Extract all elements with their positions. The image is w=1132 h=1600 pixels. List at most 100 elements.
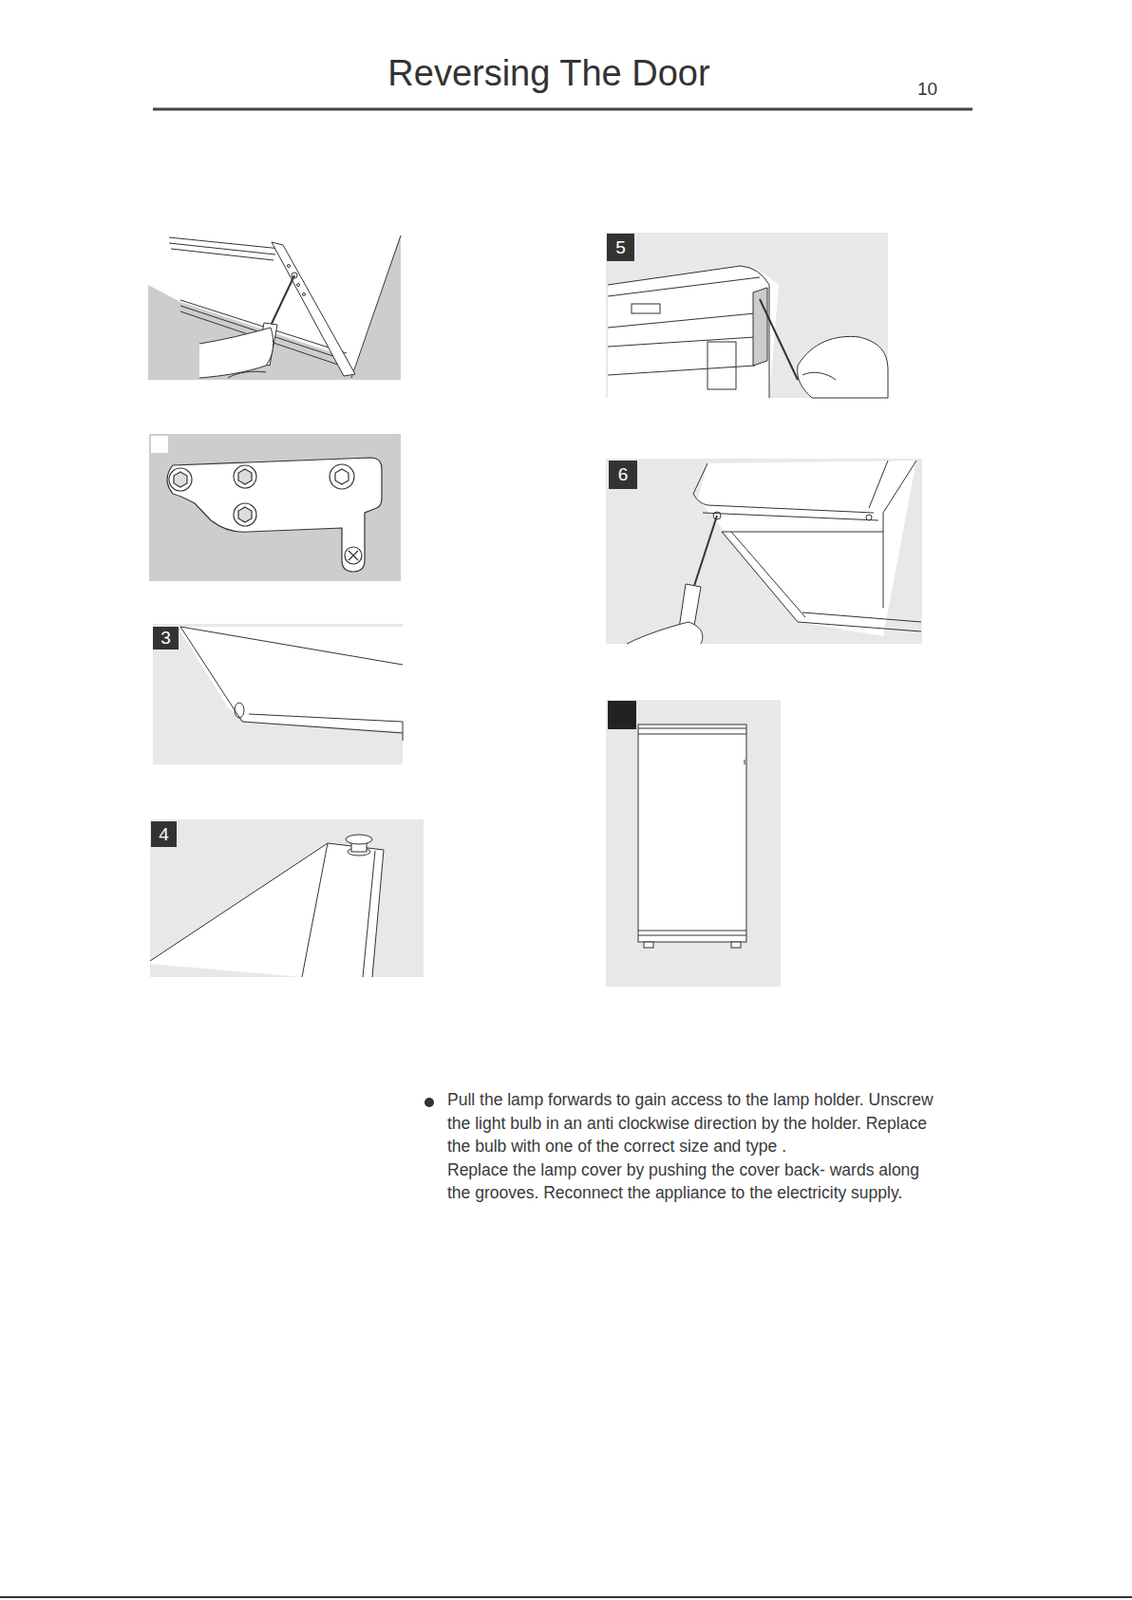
- callout-number: 3: [152, 626, 179, 650]
- step-illustration-part: [351, 235, 401, 378]
- instruction-block: Pull the lamp forwards to gain access to…: [447, 1088, 937, 1206]
- hinge-pin-illustration-part: [345, 834, 373, 845]
- door-illustration: [152, 623, 403, 765]
- door-fitting-illustration-part: [868, 460, 888, 509]
- hinge-illustration-part: [329, 464, 355, 490]
- door-illustration-part: [180, 626, 403, 732]
- fridge-front-illustration-part: [731, 942, 741, 948]
- hinge-illustration-part: [233, 503, 257, 527]
- bullet-part: [424, 1097, 434, 1108]
- hinge-illustration: [149, 433, 401, 582]
- callout-number: 4: [150, 821, 177, 848]
- instruction-text: Pull the lamp forwards to gain access to…: [447, 1088, 937, 1159]
- hinge-illustration-part: [169, 468, 192, 491]
- hinge-pin-illustration: [150, 819, 424, 978]
- door-fitting-illustration-part: [693, 493, 874, 513]
- footer-rule-part: [0, 1596, 1132, 1599]
- cover-illustration-part: [607, 277, 760, 297]
- header-rule: [152, 109, 973, 111]
- hinge-illustration-part: [167, 457, 382, 572]
- hinge-pin-illustration-part: [150, 843, 384, 978]
- callout-number: 6: [608, 460, 638, 490]
- step-illustration-part: [302, 293, 306, 297]
- hinge-pin-illustration-part: [150, 843, 328, 962]
- hinge-illustration-part: [150, 435, 169, 453]
- door-fitting-illustration-part: [721, 531, 884, 533]
- fridge-front-illustration-part: [643, 942, 654, 948]
- fridge-front-illustration-part: [605, 699, 781, 987]
- cover-illustration-part: [607, 265, 770, 285]
- door-illustration-part: [180, 626, 403, 665]
- cover-illustration: [605, 232, 888, 398]
- door-fitting-illustration-part: [866, 514, 872, 521]
- fridge-front-illustration-part: [607, 700, 637, 730]
- door-fitting-illustration-part: [626, 622, 703, 644]
- door-fitting-illustration-part: [883, 460, 917, 513]
- fridge-front-illustration-part: [638, 724, 747, 943]
- step-illustration-part: [269, 275, 295, 328]
- step-illustration-part: [287, 264, 291, 268]
- step-illustration: [148, 232, 401, 380]
- step-illustration-part: [199, 327, 274, 378]
- door-fitting-illustration-part: [721, 531, 798, 623]
- door-illustration-part: [242, 721, 403, 734]
- cover-illustration-part: [759, 299, 798, 380]
- door-fitting-illustration-part: [802, 612, 922, 623]
- step-illustration-part: [271, 242, 356, 377]
- hinge-pin-illustration-part: [372, 849, 384, 978]
- cover-illustration-part: [605, 232, 888, 398]
- page-number: 10: [917, 78, 938, 100]
- door-fitting-illustration-part: [797, 622, 922, 632]
- cover-illustration-part: [607, 313, 755, 328]
- cover-illustration-part: [631, 303, 661, 314]
- step-illustration-part: [227, 371, 266, 378]
- cover-illustration-part: [707, 341, 736, 390]
- hinge-illustration-part: [344, 547, 362, 565]
- hinge-illustration-part: [238, 507, 252, 523]
- step-illustration-part: [170, 248, 274, 261]
- hinge-pin-illustration-part: [362, 850, 376, 978]
- hinge-pin-illustration-part: [150, 819, 424, 978]
- hinge-pin-illustration-part: [301, 843, 328, 978]
- door-fitting-illustration-part: [702, 512, 879, 521]
- fridge-front-illustration-part: [638, 734, 747, 736]
- hinge-illustration-part: [233, 465, 257, 489]
- cover-illustration-part: [607, 265, 779, 398]
- cover-illustration-part: [607, 365, 755, 376]
- door-fitting-illustration: [605, 458, 923, 644]
- door-fitting-illustration-part: [605, 458, 923, 644]
- fridge-front-illustration-part: [638, 935, 747, 937]
- door-fitting-illustration-part: [883, 512, 885, 608]
- header-rule-part: [152, 108, 973, 112]
- hinge-illustration-part: [238, 469, 252, 485]
- fridge-front-illustration-part: [744, 759, 746, 765]
- cover-illustration-part: [802, 372, 836, 380]
- step-illustration-part: [169, 243, 276, 255]
- hinge-illustration-part: [348, 550, 359, 561]
- door-illustration-part: [152, 623, 403, 765]
- hinge-illustration-part: [149, 433, 401, 582]
- hinge-illustration-part: [173, 471, 188, 488]
- cover-illustration-part: [797, 336, 888, 398]
- fridge-front-illustration: [605, 699, 781, 987]
- callout-number: 5: [606, 233, 635, 262]
- step-illustration-part: [169, 237, 282, 249]
- cover-illustration-part: [769, 284, 771, 398]
- door-illustration-part: [402, 721, 404, 741]
- door-illustration-part: [234, 702, 245, 718]
- bullet: [424, 1097, 434, 1108]
- door-fitting-illustration-part: [698, 460, 917, 637]
- instruction-text: Replace the lamp cover by pushing the co…: [447, 1158, 937, 1206]
- door-fitting-illustration-part: [693, 463, 708, 494]
- footer-rule: [0, 1597, 1132, 1599]
- door-illustration-part: [180, 626, 243, 722]
- fridge-front-illustration-part: [638, 930, 747, 932]
- step-illustration-part: [148, 232, 401, 380]
- fridge-front-illustration-part: [638, 728, 747, 730]
- door-fitting-illustration-part: [731, 531, 806, 618]
- page-title: Reversing The Door: [387, 53, 710, 95]
- door-fitting-illustration-part: [693, 515, 717, 589]
- door-illustration-part: [248, 714, 403, 722]
- hinge-illustration-part: [348, 550, 359, 561]
